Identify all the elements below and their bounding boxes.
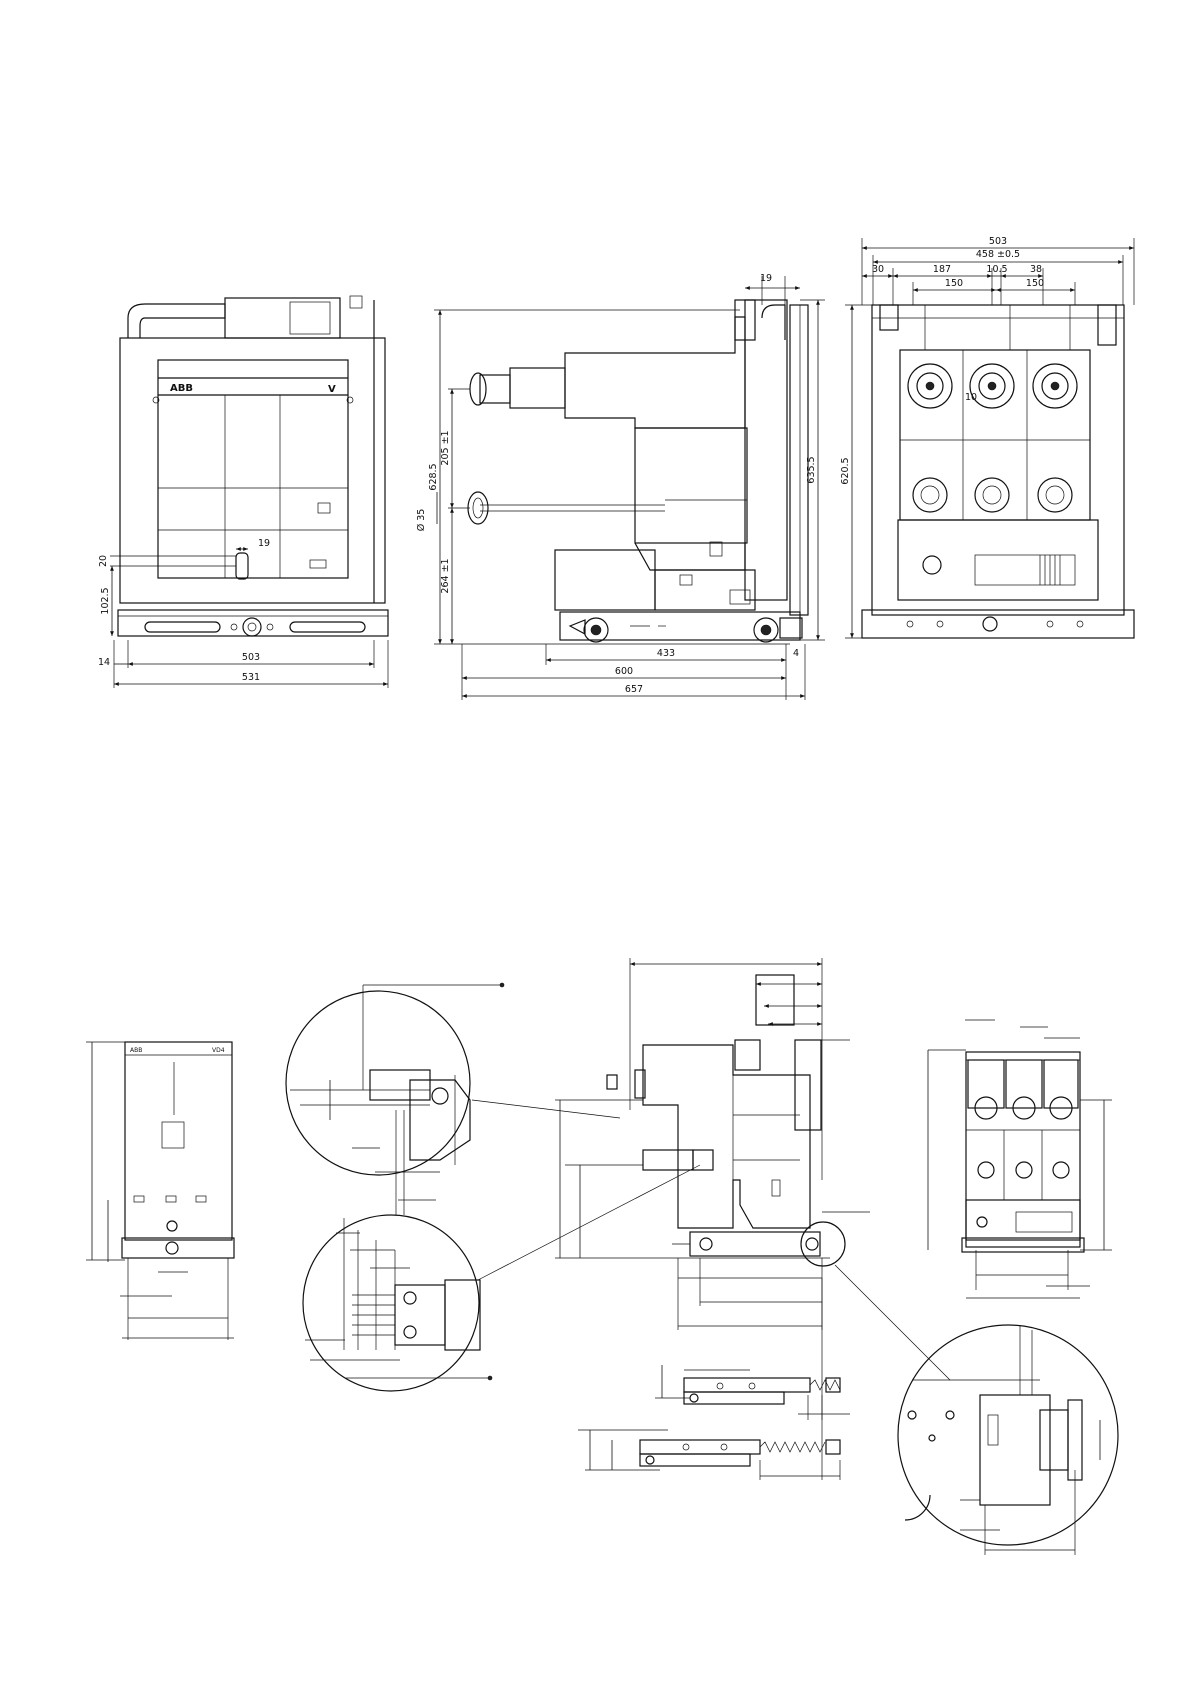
rear-dim-620-5: 620.5 [840,457,851,484]
small-front-view: ABB VD4 [86,1042,234,1340]
front-dim-14: 14 [98,657,110,668]
rear-dim-30: 30 [872,264,884,275]
detail-circle-middle [303,1165,700,1391]
rear-dim-458: 458 ±0.5 [976,249,1020,260]
side-dim-19: 19 [760,273,772,284]
side-dim-205: 205 ±1 [440,430,451,465]
truck-detail-lower [578,1278,840,1480]
side-dim-635-5: 635.5 [806,456,817,483]
rear-dim-150a: 150 [945,278,963,289]
side-dim-d35: Ø 35 [416,509,427,532]
rear-dim-10: 10 [965,392,977,403]
rear-dim-10-5: 10.5 [986,264,1007,275]
rear-dim-187: 187 [933,264,951,275]
side-dim-600: 600 [615,666,633,677]
front-dim-503: 503 [242,652,260,663]
detail-circle-lower [898,1325,1118,1555]
front-dim-531: 531 [242,672,260,683]
side-dim-4: 4 [793,648,799,659]
small-side-view [555,958,950,1380]
rear-dim-503: 503 [989,236,1007,247]
small-brand-logo: ABB [130,1047,142,1054]
truck-detail-upper [655,1365,850,1420]
side-dim-628-5: 628.5 [428,463,439,490]
small-model-mark: VD4 [212,1047,225,1054]
front-dim-102-5: 102.5 [100,587,111,614]
side-dim-264: 264 ±1 [440,558,451,593]
front-model-mark: V [328,384,336,395]
front-dim-20: 20 [98,555,109,567]
side-dim-433: 433 [657,648,675,659]
detail-circle-upper [286,983,620,1215]
small-rear-view [928,1020,1112,1298]
rear-view: 10 503 458 ±0.5 30 187 [840,236,1134,638]
rear-dim-150b: 150 [1026,278,1044,289]
side-dim-657: 657 [625,684,643,695]
front-view: ABB V 20 19 102.5 14 503 [98,296,388,688]
front-brand-logo: ABB [170,383,193,394]
side-view: 628.5 205 ±1 264 ±1 Ø 35 19 635.5 433 4 … [416,273,825,700]
front-dim-19: 19 [258,538,270,549]
rear-dim-38: 38 [1030,264,1042,275]
